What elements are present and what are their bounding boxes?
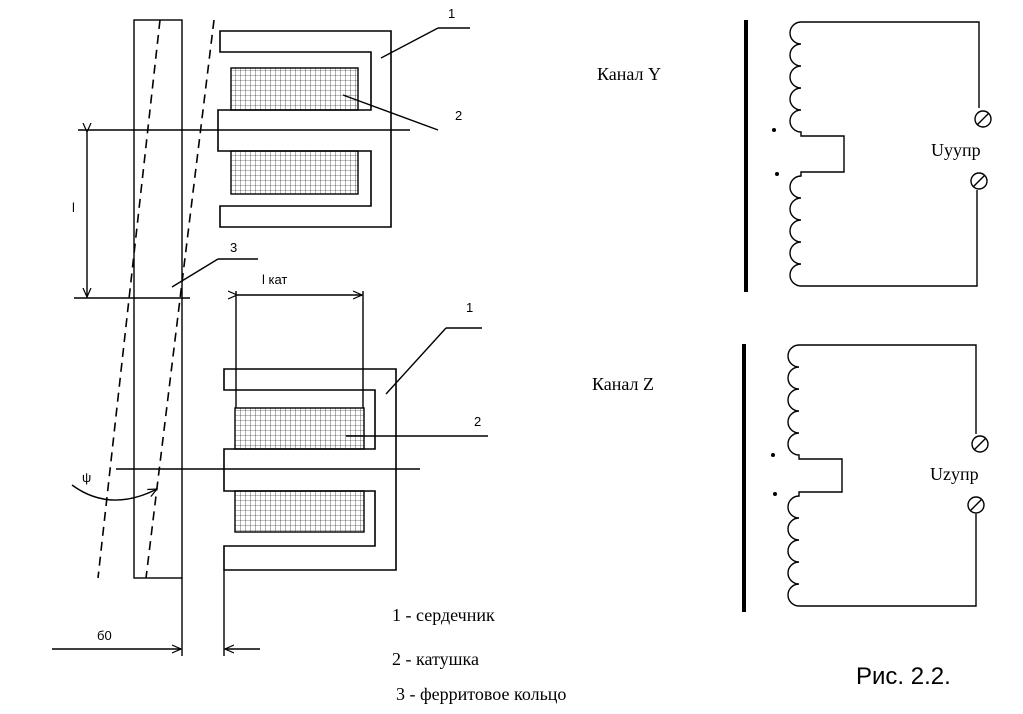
channel-z-schematic xyxy=(742,344,989,612)
channel-z-start-dot-2 xyxy=(773,492,777,496)
channel-y-start-dot-1 xyxy=(772,128,776,132)
channel-z-windings xyxy=(787,344,977,607)
label-part2-top: 2 xyxy=(455,108,462,123)
label-part1-top: 1 xyxy=(448,6,455,21)
ferrite-ring-straight xyxy=(133,19,183,579)
channel-y-schematic xyxy=(744,20,992,292)
label-part3: 3 xyxy=(230,240,237,255)
channel-z-voltage: Uzупр xyxy=(930,464,979,484)
ferrite-ring xyxy=(97,19,215,579)
channel-z-title: Канал Z xyxy=(592,374,654,394)
figure-caption: Рис. 2.2. xyxy=(856,663,951,690)
label-delta0: б0 xyxy=(97,628,112,643)
label-part1-bottom: 1 xyxy=(466,300,473,315)
channel-y-title: Канал Y xyxy=(597,64,661,84)
electromagnet-bottom xyxy=(116,368,420,571)
core-top xyxy=(217,30,392,228)
channel-y-terminal-top[interactable] xyxy=(974,110,992,128)
channel-z-start-dot-1 xyxy=(771,453,775,457)
channel-y-voltage: Uyупр xyxy=(931,140,981,160)
label-part2-bottom: 2 xyxy=(474,414,481,429)
legend: 1 - сердечник 2 - катушка 3 - ферритовое… xyxy=(392,605,566,704)
electromagnet-top xyxy=(78,30,410,228)
channel-y-start-dot-2 xyxy=(775,172,779,176)
channel-z-terminal-top[interactable] xyxy=(971,435,989,453)
ferrite-ring-tilted-left xyxy=(97,19,161,579)
coil-top-lower xyxy=(230,150,359,195)
psi-angle-arc xyxy=(71,484,157,501)
label-dim-l: l xyxy=(72,200,75,215)
label-psi: ψ xyxy=(82,470,91,485)
coil-top-upper xyxy=(230,67,359,111)
legend-item-coil: 2 - катушка xyxy=(392,649,479,669)
coil-bottom-upper xyxy=(234,407,365,450)
legend-item-core: 1 - сердечник xyxy=(392,605,495,625)
channel-y-windings xyxy=(789,21,980,287)
legend-item-ferrite-ring: 3 - ферритовое кольцо xyxy=(396,684,566,704)
ferrite-ring-tilted-right xyxy=(145,19,215,579)
label-dim-lkat: l кат xyxy=(262,272,287,287)
dimensions xyxy=(52,132,364,656)
callout-leaders xyxy=(171,27,488,437)
channel-y-terminal-bottom[interactable] xyxy=(970,172,988,190)
coil-bottom-lower xyxy=(234,490,365,533)
channel-z-terminal-bottom[interactable] xyxy=(967,496,985,514)
